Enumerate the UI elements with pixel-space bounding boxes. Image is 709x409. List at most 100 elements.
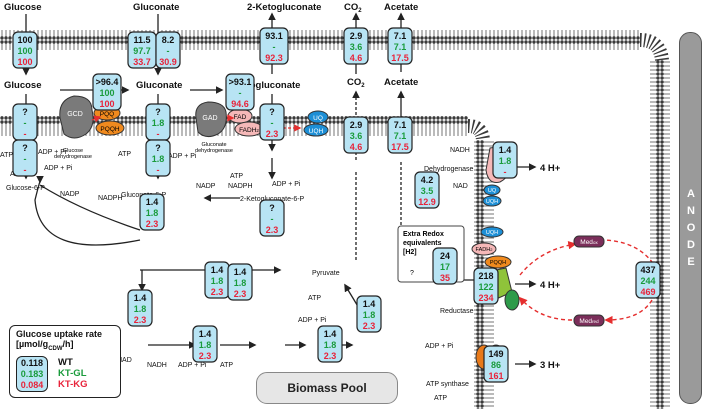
flux-value: 8.2 [162,35,175,45]
flux-value: 1.4 [499,145,512,155]
mediator-red: Medred [573,314,605,327]
atp-4: ATP [230,173,243,180]
flux-box-ac_tr: 7.17.117.5 [387,116,413,154]
flux-value: 161 [488,371,503,381]
atp-synthase-label: ATP synthase [426,381,469,388]
flux-value: 94.6 [231,99,249,109]
flux-value: 100 [99,88,114,98]
dehydrogenase-label: Dehydrogenase [424,166,474,173]
flux-value: 1.8 [363,310,376,320]
atp-3: ATP [118,151,131,158]
flux-value: 3.6 [350,42,363,52]
flux-value: 1.8 [134,304,147,314]
flux-value: - [24,129,27,139]
flux-value: 92.3 [265,53,283,63]
flux-box-gad: >93.1-94.6 [225,73,255,111]
flux-value: - [271,214,274,224]
flux-value: 1.4 [146,197,159,207]
nadp-1: NADP [60,191,80,198]
flux-value: 2.3 [324,351,337,361]
gad-enzyme [195,101,227,138]
label-gluconate-peri: Gluconate [136,80,182,91]
flux-value: 1.8 [324,340,337,350]
label-co2-peri: CO2 [347,77,365,89]
flux-value: 12.9 [418,197,436,207]
flux-value: 97.7 [133,46,151,56]
flux-value: 100 [17,46,32,56]
flux-value: 218 [478,271,493,281]
gad-label: GAD [202,115,217,122]
flux-box-kguk: ?-2.3 [259,199,285,237]
flux-value: - [167,46,170,56]
biomass-pool: Biomass Pool [256,372,398,404]
flux-value: 1.4 [363,299,376,309]
nadph-1: NADPH [98,195,123,202]
adp-2: ADP + Pi [44,165,73,172]
adp-4: ADP + Pi [272,181,301,188]
flux-value: - [271,118,274,128]
flux-value: - [24,118,27,128]
flux-value: 1.4 [134,293,147,303]
flux-box-glcn_up: 11.597.733.7 [127,31,157,69]
flux-value: 1.8 [199,340,212,350]
proton-2: 4 H+ [540,280,561,291]
uq-group: UQ UQH [303,110,329,137]
flux-value: 35 [440,273,450,283]
flux-box-glcn_up2: 8.2-30.9 [155,31,181,69]
label-glucose-peri: Glucose [4,80,42,91]
flux-value: 1.8 [152,118,165,128]
flux-box-low1: 1.41.82.3 [127,289,153,327]
flux-value: 30.9 [159,57,177,67]
svg-text:UQ: UQ [488,188,497,194]
flux-box-low4: 1.41.82.3 [356,295,382,333]
flux-box-glcn_tr: ?1.8- [145,103,171,141]
legend-strains: WT KT-GL KT-KG [58,357,88,390]
flux-value: 469 [640,287,655,297]
flux-value: 2.3 [266,225,279,235]
legend-flux-box: 0.118 0.183 0.084 [16,356,48,392]
uq-chain: UQ UQH UQH FADH2 PQQH [471,184,512,269]
flux-value: 2.3 [211,287,224,297]
flux-value: ? [155,107,161,117]
flux-value: 234 [478,293,493,303]
nadh-label: NADH [450,147,470,154]
flux-value: - [504,167,507,177]
flux-value: 3.6 [350,131,363,141]
flux-value: 1.8 [146,208,159,218]
atp-6: ATP [220,362,233,369]
flux-value: 100 [17,35,32,45]
mediator-ox: Medox [573,235,605,248]
flux-box-nadh_tr: 4.23.512.9 [414,171,440,209]
flux-value: 122 [478,282,493,292]
flux-value: 1.4 [234,267,247,277]
flux-value: 100 [99,99,114,109]
flux-value: 1.8 [234,278,247,288]
flux-value: >93.1 [229,77,252,87]
svg-text:UQH: UQH [486,230,498,236]
svg-text:FAD: FAD [234,114,247,121]
flux-value: 7.1 [394,31,407,41]
flux-box-g6p: 1.41.82.3 [139,193,165,231]
anode [679,32,702,404]
adp-6: ADP + Pi [178,362,207,369]
flux-box-ed1: 1.41.82.3 [227,263,253,301]
flux-value: ? [22,143,28,153]
label-gluconate-top: Gluconate [133,2,179,13]
label-2kg-peri: 2-Ketogluconate [226,80,300,91]
flux-value: ? [22,107,28,117]
reductase-label: Reductase [440,308,474,315]
flux-value: 100 [17,57,32,67]
flux-box-kg_out: 93.1-92.3 [259,27,289,65]
atp-7: ATP [434,395,447,402]
label-acetate-top: Acetate [384,2,418,13]
flux-box-glc_tr: ?-- [12,103,38,141]
nadph-2: NADPH [228,183,253,190]
flux-value: 2.3 [234,289,247,299]
flux-value: - [24,165,27,175]
flux-value: 4.6 [350,53,363,63]
flux-value: 2.3 [134,315,147,325]
flux-value: - [239,88,242,98]
flux-value: 11.5 [133,35,150,45]
flux-value: 2.3 [363,321,376,331]
